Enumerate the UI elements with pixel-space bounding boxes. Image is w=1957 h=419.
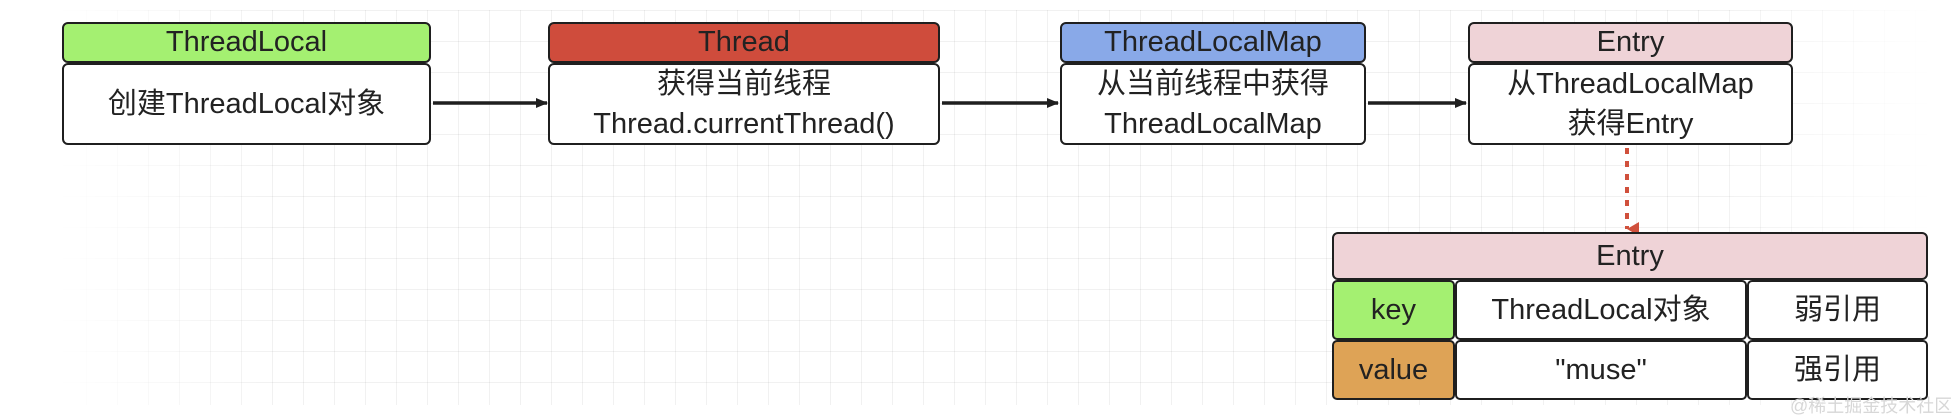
entry-value-value: "muse" (1455, 340, 1747, 400)
entry-table-title: Entry (1332, 232, 1928, 280)
threadlocalmap-header: ThreadLocalMap (1060, 22, 1366, 63)
entry-key-ref: 弱引用 (1747, 280, 1928, 340)
thread-line-1: 获得当前线程 (656, 68, 831, 100)
entry-header: Entry (1468, 22, 1793, 63)
entry-key-value: ThreadLocal对象 (1455, 280, 1747, 340)
threadlocalmap-line-2: ThreadLocalMap (1104, 108, 1322, 140)
entry-line-2: 获得Entry (1567, 108, 1694, 140)
thread-header: Thread (548, 22, 940, 63)
entry-line-1: 从ThreadLocalMap (1507, 68, 1754, 100)
entry-value-label: value (1332, 340, 1455, 400)
threadlocalmap-line-1: 从当前线程中获得 (1096, 68, 1329, 100)
thread-body: 获得当前线程 Thread.currentThread() (548, 63, 940, 145)
entry-value-ref: 强引用 (1747, 340, 1928, 400)
threadlocal-body: 创建ThreadLocal对象 (62, 63, 431, 145)
entry-key-label: key (1332, 280, 1455, 340)
threadlocal-line-1: 创建ThreadLocal对象 (107, 88, 386, 120)
threadlocalmap-body: 从当前线程中获得 ThreadLocalMap (1060, 63, 1366, 145)
entry-body: 从ThreadLocalMap 获得Entry (1468, 63, 1793, 145)
thread-line-2: Thread.currentThread() (593, 108, 895, 140)
threadlocal-header: ThreadLocal (62, 22, 431, 63)
watermark: @稀土掘金技术社区 (1790, 396, 1953, 416)
